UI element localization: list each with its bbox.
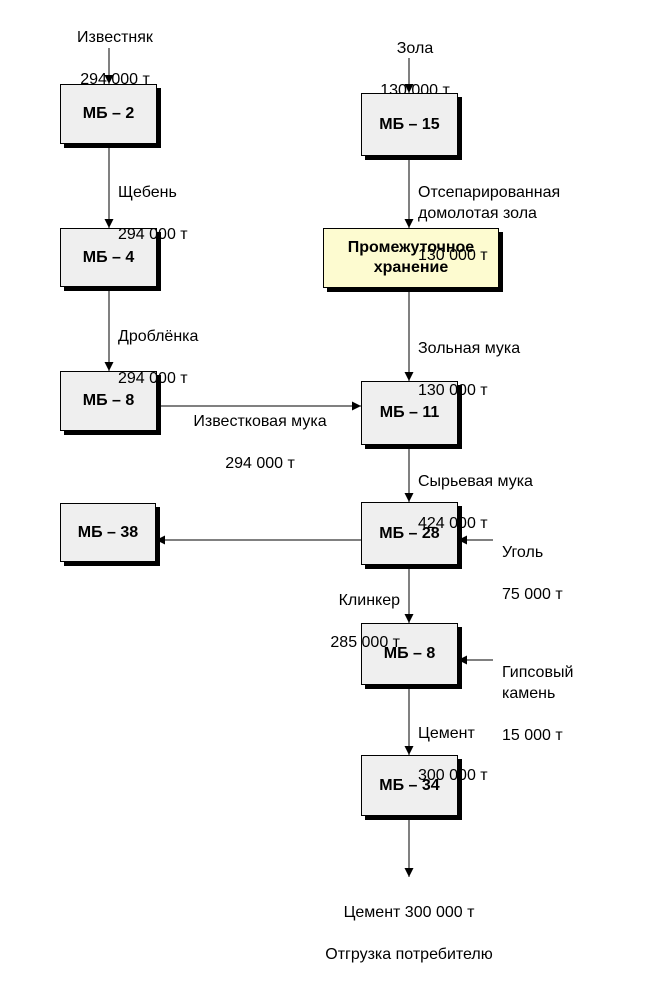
- ash-name: Зола: [396, 40, 434, 57]
- flow-separated-ash-amount: 130 000 т: [418, 247, 488, 264]
- box-mb38: МБ – 38: [60, 503, 156, 562]
- coal-name: Уголь: [502, 544, 544, 561]
- flow-ash-flour-name: Зольная мука: [418, 340, 521, 357]
- box-intermediate-storage: Промежуточное хранение: [323, 228, 499, 288]
- flow-crushed-stone-name: Щебень: [118, 184, 177, 201]
- flow-clinker-amount: 285 000 т: [330, 634, 400, 651]
- flow-crushed-stone: Щебень 294 000 т: [118, 161, 188, 266]
- gypsum-amount: 15 000 т: [502, 727, 563, 744]
- flow-raw-flour-amount: 424 000 т: [418, 515, 488, 532]
- limestone-amount: 294 000 т: [80, 71, 150, 88]
- flow-ash-flour: Зольная мука 130 000 т: [418, 317, 520, 422]
- coal-input: Уголь 75 000 т: [502, 521, 563, 626]
- box-mb28: МБ – 28: [361, 502, 458, 565]
- flow-arrows: [104, 48, 493, 877]
- flow-lime-flour: Известковая мука 294 000 т: [170, 390, 350, 495]
- flow-lime-flour-name: Известковая мука: [193, 413, 327, 430]
- box-mb15: МБ – 15: [361, 93, 458, 156]
- flow-crushed-amount: 294 000 т: [118, 370, 188, 387]
- gypsum-input: Гипсовый камень 15 000 т: [502, 641, 573, 767]
- box-mb8-left: МБ – 8: [60, 371, 157, 431]
- flow-clinker-name: Клинкер: [338, 592, 400, 609]
- flow-lime-flour-amount: 294 000 т: [225, 455, 295, 472]
- flow-crushed-name: Дроблёнка: [118, 328, 199, 345]
- box-mb8-right: МБ – 8: [361, 623, 458, 685]
- flow-separated-ash-name: Отсепарированная домолотая зола: [418, 184, 561, 222]
- flow-clinker: Клинкер 285 000 т: [290, 569, 400, 674]
- output-line2: Отгрузка потребителю: [325, 946, 493, 963]
- flow-crushed-stone-amount: 294 000 т: [118, 226, 188, 243]
- flow-separated-ash: Отсепарированная домолотая зола 130 000 …: [418, 161, 560, 287]
- output-shipment: Цемент 300 000 т Отгрузка потребителю: [289, 881, 529, 986]
- box-mb11: МБ – 11: [361, 381, 458, 445]
- flow-crushed: Дроблёнка 294 000 т: [118, 305, 198, 410]
- flow-ash-flour-amount: 130 000 т: [418, 382, 488, 399]
- box-mb34: МБ – 34: [361, 755, 458, 816]
- flow-raw-flour: Сырьевая мука 424 000 т: [418, 450, 533, 555]
- output-line1: Цемент 300 000 т: [343, 904, 475, 921]
- flow-cement-name: Цемент: [418, 725, 475, 742]
- box-mb4: МБ – 4: [60, 228, 157, 287]
- box-mb2: МБ – 2: [60, 84, 157, 144]
- gypsum-name: Гипсовый камень: [502, 664, 574, 702]
- limestone-name: Известняк: [77, 29, 153, 46]
- coal-amount: 75 000 т: [502, 586, 563, 603]
- flow-cement: Цемент 300 000 т: [418, 702, 488, 807]
- limestone-input: Известняк 294 000 т: [60, 6, 170, 111]
- flow-cement-amount: 300 000 т: [418, 767, 488, 784]
- flow-raw-flour-name: Сырьевая мука: [418, 473, 533, 490]
